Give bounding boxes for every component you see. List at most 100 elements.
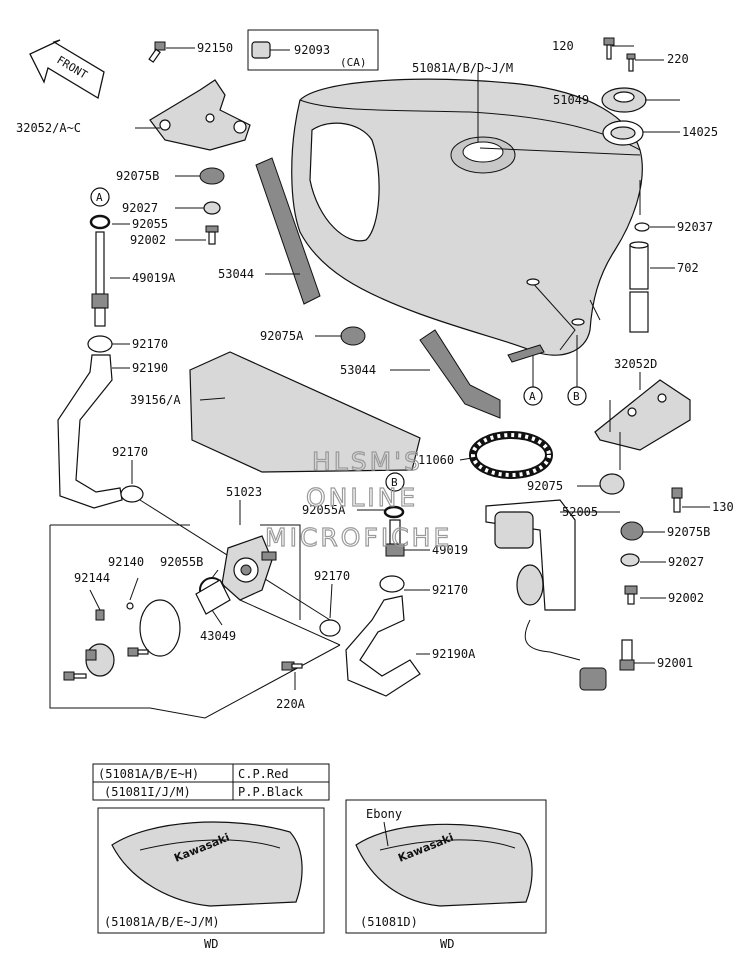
- callout-92190: 92190: [132, 361, 168, 375]
- callout-92144: 92144: [74, 571, 110, 585]
- grommet-92075B: [199, 167, 225, 185]
- color-table-color-1: C.P.Red: [238, 767, 289, 781]
- callout-92093: 92093: [294, 43, 330, 57]
- callout-51081: 51081A/B/D~J/M: [412, 61, 513, 75]
- fuel-tank: [291, 78, 643, 363]
- callout-11060: 11060: [418, 453, 454, 467]
- clamp-92170-valve: [120, 485, 144, 503]
- callout-220: 220: [667, 52, 689, 66]
- oring-92055A: [383, 505, 405, 519]
- grommet-92075A: [340, 326, 366, 346]
- grommet-92075B-lower: [620, 521, 644, 541]
- callout-92170-valve: 92170: [112, 445, 148, 459]
- callout-92170-lower: 92170: [314, 569, 350, 583]
- callout-92140: 92140: [108, 555, 144, 569]
- bolt-120: [603, 37, 615, 60]
- ref-A-tank-label: A: [529, 390, 536, 403]
- watermark-line-2: ONLINE: [306, 483, 418, 512]
- fitting-49019A: [91, 231, 109, 327]
- color-table: (51081A/B/E~H) C.P.Red (51081I/J/M) P.P.…: [92, 763, 330, 801]
- callout-49019: 49019: [432, 543, 468, 557]
- callout-92027: 92027: [122, 201, 158, 215]
- callout-92055B: 92055B: [160, 555, 203, 569]
- bracket-32052D: [594, 379, 691, 451]
- callout-702: 702: [677, 261, 699, 275]
- ref-B-pump-label: B: [391, 476, 398, 489]
- callout-92055: 92055: [132, 217, 168, 231]
- color-table-code-1: (51081A/B/E~H): [98, 767, 199, 781]
- callout-32052D: 32052D: [614, 357, 657, 371]
- inset-right: Ebony Kawasaki (51081D) WD: [345, 799, 547, 951]
- color-table-color-2: P.P.Black: [238, 785, 304, 799]
- ref-B-tank-label: B: [573, 390, 580, 403]
- ref-A-top: [90, 187, 110, 207]
- callout-49019A: 49019A: [132, 271, 176, 285]
- color-table-code-2: (51081I/J/M): [104, 785, 191, 799]
- callout-92075B-lower: 92075B: [667, 525, 710, 539]
- inset-right-ref: (51081D): [360, 915, 418, 929]
- bolt-92002: [205, 225, 219, 245]
- oring-92055: [89, 214, 111, 230]
- pad-39156: [189, 351, 421, 473]
- hose-92190: [57, 354, 123, 509]
- hose-92190A: [345, 595, 421, 697]
- screw-92144: [95, 609, 105, 621]
- callout-92150: 92150: [197, 41, 233, 55]
- ref-B-pump: [385, 472, 405, 492]
- inset-left-caption: WD: [204, 937, 218, 951]
- clamp-92170-upper: [87, 335, 113, 353]
- callout-51023: 51023: [226, 485, 262, 499]
- ref-A-top-label: A: [96, 191, 103, 204]
- callout-51049: 51049: [553, 93, 589, 107]
- watermark-line-3: MICROFICHE: [265, 523, 452, 552]
- front-arrow-icon: FRONT: [29, 39, 105, 100]
- callout-53044-lower: 53044: [340, 363, 376, 377]
- callout-120: 120: [552, 39, 574, 53]
- callout-220A: 220A: [276, 697, 306, 711]
- callout-92002-lower: 92002: [668, 591, 704, 605]
- callout-39156: 39156/A: [130, 393, 181, 407]
- bolt-92002-lower: [624, 585, 638, 605]
- bracket-32052: [149, 79, 251, 151]
- watermark: HLSM'S ONLINE MICROFICHE: [264, 446, 452, 552]
- callout-53044-upper: 53044: [218, 267, 254, 281]
- fuel-valve-51023: [221, 535, 277, 601]
- diaphragm: [139, 599, 181, 657]
- inset-right-caption: WD: [440, 937, 454, 951]
- leader-lines: [89, 45, 710, 690]
- callout-92075A: 92075A: [260, 329, 304, 343]
- seal-53044-upper: [255, 157, 321, 305]
- valve-box: [49, 524, 341, 719]
- screw-mid: [127, 647, 149, 657]
- callout-92170-upper: 92170: [132, 337, 168, 351]
- seal-53044-lower: [419, 329, 501, 419]
- callout-92093-ca: (CA): [340, 56, 367, 69]
- bolt-130: [671, 487, 683, 513]
- callout-92001: 92001: [657, 656, 693, 670]
- clip-92037: [634, 222, 650, 232]
- callout-52005: 52005: [562, 505, 598, 519]
- inset-right-note: Ebony: [366, 807, 402, 821]
- callout-92027-lower: 92027: [668, 555, 704, 569]
- screw-left: [63, 671, 87, 681]
- nut-92093: [251, 41, 271, 59]
- collar-92027: [203, 201, 221, 215]
- callout-92190A: 92190A: [432, 647, 476, 661]
- screw-220A: [281, 661, 303, 671]
- clamp-92170-lower: [319, 619, 341, 637]
- fitting-49019: [385, 519, 405, 557]
- callout-92075: 92075: [527, 479, 563, 493]
- collar-92027-lower: [620, 553, 640, 567]
- callout-92002: 92002: [130, 233, 166, 247]
- knob: [85, 643, 115, 677]
- callout-14025: 14025: [682, 125, 718, 139]
- inset-left-ref: (51081A/B/E~J/M): [104, 915, 220, 929]
- part-92140: [126, 602, 134, 610]
- callout-32052: 32052/A~C: [16, 121, 81, 135]
- bolt-220: [626, 53, 636, 72]
- callout-92075B: 92075B: [116, 169, 159, 183]
- callout-92037: 92037: [677, 220, 713, 234]
- hose-702: [629, 241, 649, 333]
- plate-43049: [195, 579, 231, 615]
